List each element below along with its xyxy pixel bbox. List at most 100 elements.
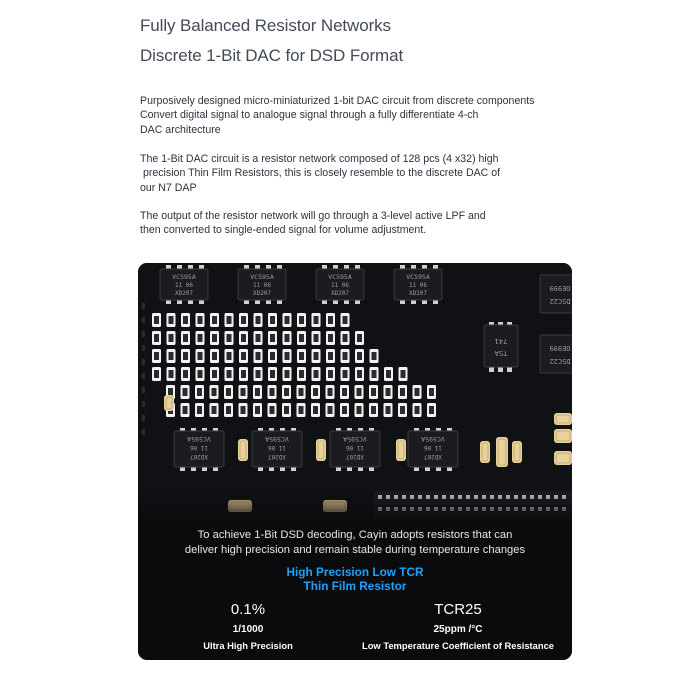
resistor bbox=[398, 403, 407, 417]
resistor bbox=[355, 367, 364, 381]
resistor bbox=[282, 403, 291, 417]
resistor bbox=[326, 313, 335, 327]
resistor bbox=[369, 349, 379, 363]
chip-marking: XD207 bbox=[409, 290, 427, 297]
trace bbox=[142, 345, 145, 351]
resistor bbox=[427, 403, 436, 417]
resistor bbox=[195, 385, 204, 399]
resistor bbox=[311, 331, 321, 345]
trace bbox=[142, 429, 145, 435]
chip-marking: OE999 bbox=[549, 344, 570, 352]
trace bbox=[142, 317, 145, 323]
resistor bbox=[239, 331, 248, 345]
side-chip: DSC22 OE999 bbox=[539, 274, 572, 314]
paragraph-line: precision Thin Film Resistors, this is c… bbox=[140, 167, 501, 180]
resistor bbox=[267, 403, 277, 417]
resistor bbox=[282, 349, 292, 363]
resistor bbox=[326, 349, 335, 363]
resistor bbox=[166, 367, 176, 381]
pcb-fade bbox=[138, 488, 572, 525]
chip-marking: 11 06 bbox=[424, 444, 442, 451]
resistor bbox=[383, 385, 393, 399]
resistor bbox=[340, 403, 349, 417]
resistor bbox=[297, 313, 306, 327]
chip-marking: XD207 bbox=[268, 453, 286, 460]
resistor bbox=[325, 385, 335, 399]
resistor bbox=[384, 367, 393, 381]
chip-marking: VC595A bbox=[406, 273, 430, 281]
resistor bbox=[340, 385, 349, 399]
resistor bbox=[239, 349, 248, 363]
resistor bbox=[297, 331, 306, 345]
resistor bbox=[224, 349, 234, 363]
resistor bbox=[325, 403, 335, 417]
resistor bbox=[210, 367, 219, 381]
chip-marking: TSA bbox=[494, 349, 507, 357]
chip-marking: OE999 bbox=[549, 284, 570, 292]
chip-marking: 11 06 bbox=[409, 282, 427, 289]
capacitor bbox=[396, 439, 406, 461]
resistor bbox=[296, 385, 306, 399]
resistor bbox=[355, 349, 364, 363]
resistor bbox=[340, 349, 350, 363]
chip-marking: 11 06 bbox=[175, 282, 193, 289]
trace bbox=[142, 387, 145, 393]
capacitor bbox=[554, 413, 572, 425]
stat-tcr: TCR25 25ppm /°C Low Temperature Coeffici… bbox=[348, 601, 568, 653]
caption-line-1: To achieve 1-Bit DSD decoding, Cayin ado… bbox=[197, 529, 513, 541]
trace bbox=[142, 373, 145, 379]
paragraph-line: our N7 DAP bbox=[140, 181, 197, 194]
resistor bbox=[224, 367, 234, 381]
paragraph-line: then converted to single-ended signal fo… bbox=[140, 224, 427, 237]
capacitor bbox=[496, 437, 508, 467]
resistor bbox=[311, 349, 321, 363]
paragraph-line: Convert digital signal to analogue signa… bbox=[140, 109, 479, 122]
resistor bbox=[268, 313, 277, 327]
resistor bbox=[369, 403, 378, 417]
resistor bbox=[354, 385, 364, 399]
resistor bbox=[296, 403, 306, 417]
resistor bbox=[326, 331, 335, 345]
trace bbox=[142, 415, 145, 421]
resistor bbox=[369, 367, 379, 381]
resistor bbox=[166, 349, 176, 363]
resistor bbox=[253, 367, 263, 381]
paragraph-2: The 1-Bit DAC circuit is a resistor netw… bbox=[140, 152, 580, 195]
resistor bbox=[210, 331, 219, 345]
stat-detail: 25ppm /°C bbox=[433, 624, 483, 635]
resistor bbox=[253, 385, 262, 399]
resistor bbox=[297, 349, 306, 363]
headline-line-2: Discrete 1-Bit DAC for DSD Format bbox=[140, 46, 404, 65]
resistor bbox=[297, 367, 306, 381]
resistor bbox=[398, 367, 408, 381]
chip-pin bbox=[489, 367, 494, 372]
chip-marking: VC595A bbox=[328, 273, 352, 281]
chip-marking: 11 06 bbox=[268, 444, 286, 451]
chip-marking: XD207 bbox=[346, 453, 364, 460]
resistor bbox=[152, 331, 161, 345]
resistor bbox=[311, 313, 321, 327]
stat-precision: 0.1% 1/1000 Ultra High Precision bbox=[168, 601, 328, 653]
chip-marking: XD207 bbox=[175, 290, 193, 297]
chip-marking: VC595A bbox=[187, 435, 211, 443]
capacitor bbox=[554, 451, 572, 465]
resistor bbox=[195, 403, 204, 417]
chip-marking: VC595A bbox=[172, 273, 196, 281]
resistor bbox=[224, 403, 233, 417]
resistor bbox=[253, 403, 262, 417]
capacitor bbox=[512, 441, 522, 463]
trace bbox=[142, 331, 145, 337]
resistor bbox=[238, 385, 248, 399]
chip-marking: DSC22 bbox=[549, 297, 570, 305]
resistor bbox=[181, 349, 190, 363]
capacitor bbox=[480, 441, 490, 463]
resistor bbox=[282, 331, 292, 345]
resistor bbox=[195, 331, 205, 345]
